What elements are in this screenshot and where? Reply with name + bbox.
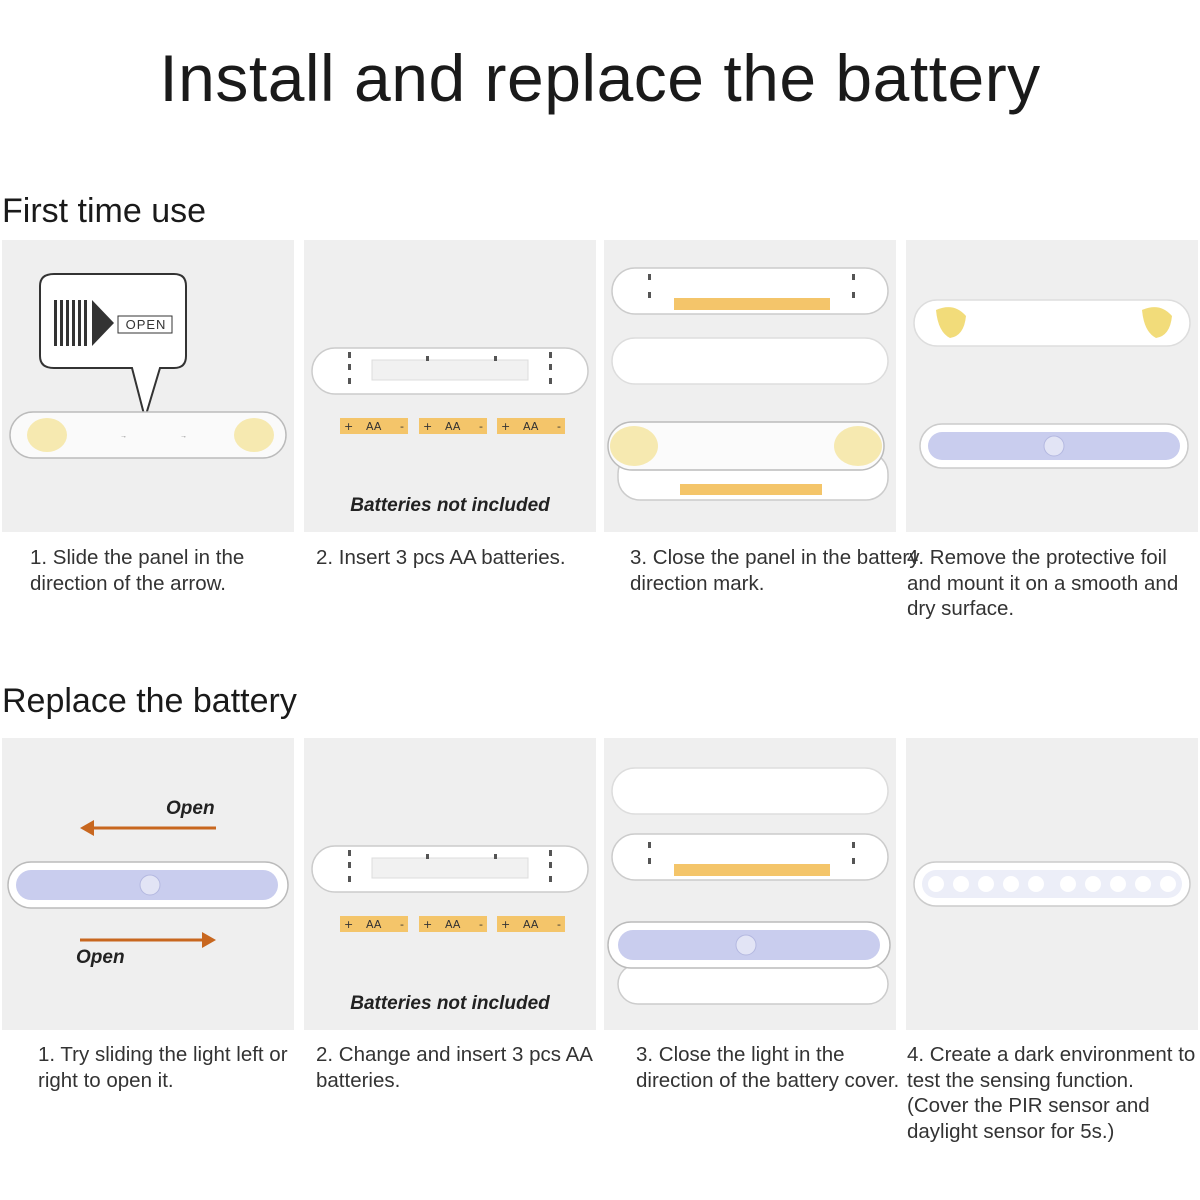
battery-label: AA	[445, 420, 461, 433]
mount-surface-illustration	[913, 299, 1191, 469]
first-step-1-panel: → → OPEN	[2, 240, 294, 532]
section-title-first-time-use: First time use	[2, 192, 207, 230]
replace-step-2-panel: + AA - + AA - + AA - Batteries not inclu…	[304, 738, 596, 1030]
first-step-3-caption: 3. Close the panel in the battery direct…	[630, 546, 920, 595]
battery-minus: -	[557, 420, 561, 433]
first-step-2-panel: + AA - + AA - + AA - Batteries not inclu…	[304, 240, 596, 532]
battery-minus: -	[479, 918, 483, 931]
change-batteries-illustration: + AA - + AA - + AA -	[311, 845, 589, 932]
battery-label: AA	[366, 420, 382, 433]
battery-plus: +	[423, 918, 432, 931]
first-step-2-caption: 2. Insert 3 pcs AA batteries.	[316, 546, 566, 569]
insert-batteries-illustration: + AA - + AA - + AA -	[311, 347, 589, 434]
replace-step-3-panel	[604, 738, 896, 1030]
svg-text:→: →	[120, 433, 127, 440]
battery-plus: +	[501, 918, 510, 931]
replace-step-4-caption: 4. Create a dark environment to test the…	[907, 1043, 1196, 1143]
close-panel-illustration	[607, 267, 889, 501]
battery-label: AA	[445, 918, 461, 931]
battery-minus: -	[400, 918, 404, 931]
replace-step-4-panel	[906, 738, 1198, 1030]
page-title: Install and replace the battery	[159, 41, 1041, 115]
battery-label: AA	[523, 918, 539, 931]
batteries-not-included-note: Batteries not included	[350, 993, 550, 1014]
battery-minus: -	[400, 420, 404, 433]
open-left-label: Open	[166, 798, 215, 819]
replace-step-1-caption: 1. Try sliding the light left or right t…	[38, 1043, 288, 1092]
section-title-replace-battery: Replace the battery	[2, 682, 297, 720]
battery-label: AA	[523, 420, 539, 433]
batteries-not-included-note: Batteries not included	[350, 495, 550, 516]
slide-open-illustration	[7, 820, 289, 948]
svg-text:→: →	[180, 433, 187, 440]
open-right-label: Open	[76, 947, 125, 968]
battery-label: AA	[366, 918, 382, 931]
replace-step-1-panel: Open Open	[2, 738, 294, 1030]
battery-plus: +	[501, 420, 510, 433]
first-step-4-panel	[906, 240, 1198, 532]
close-light-illustration	[607, 767, 891, 1005]
battery-plus: +	[344, 918, 353, 931]
open-label: OPEN	[125, 317, 167, 332]
lit-light-illustration	[913, 861, 1191, 907]
slide-panel-illustration: → →	[9, 273, 287, 459]
battery-minus: -	[479, 420, 483, 433]
first-step-4-caption: 4. Remove the protective foil and mount …	[907, 546, 1179, 620]
first-step-1-caption: 1. Slide the panel in the direction of t…	[30, 546, 245, 595]
replace-step-2-caption: 2. Change and insert 3 pcs AA batteries.	[316, 1043, 592, 1092]
battery-minus: -	[557, 918, 561, 931]
battery-plus: +	[423, 420, 432, 433]
battery-plus: +	[344, 420, 353, 433]
first-step-3-panel	[604, 240, 896, 532]
replace-step-3-caption: 3. Close the light in the direction of t…	[636, 1043, 900, 1092]
